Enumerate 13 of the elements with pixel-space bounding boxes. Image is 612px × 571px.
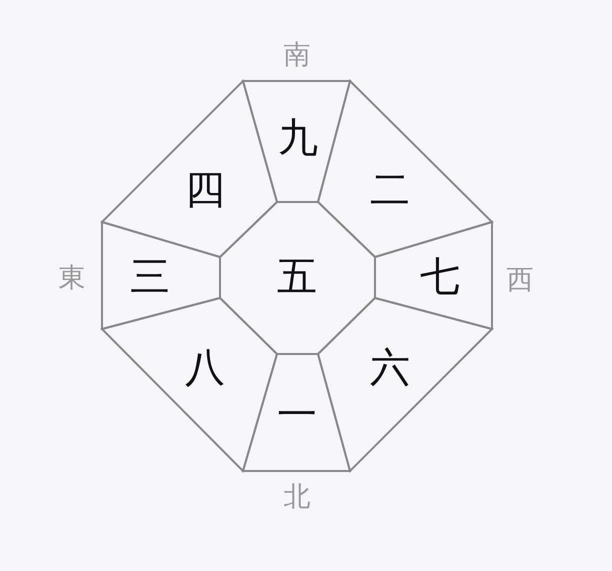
number-label: 二 — [370, 170, 410, 210]
direction-label: 南 — [284, 42, 310, 68]
number-label: 八 — [185, 348, 225, 388]
number-label: 一 — [277, 395, 317, 435]
number-label: 四 — [185, 170, 225, 210]
number-label: 三 — [130, 257, 170, 297]
direction-label: 東 — [58, 264, 86, 292]
direction-label: 西 — [506, 266, 534, 294]
number-label: 九 — [278, 118, 318, 158]
number-label: 五 — [277, 257, 317, 297]
direction-label: 北 — [284, 484, 310, 510]
number-label: 七 — [420, 257, 460, 297]
number-label: 六 — [370, 348, 410, 388]
